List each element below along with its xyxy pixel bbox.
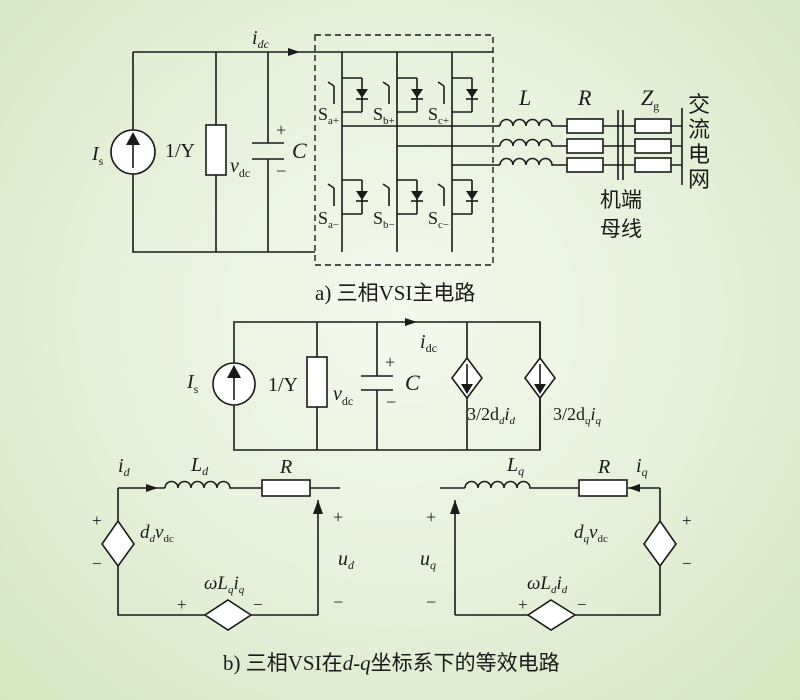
grid-label-char-1: 交 (688, 92, 710, 117)
switch-a-plus (327, 81, 368, 104)
dep-voltage-source-q (643, 519, 677, 568)
cap-label-b: C (405, 370, 420, 395)
coupling-q-plus: + (518, 595, 528, 614)
grid-label-char-4: 网 (688, 167, 710, 192)
ud-minus: − (333, 592, 343, 612)
diagram-b-dc-side: idc Is 1/Y vdc + − C 3/2ddid 3/2dqiq (186, 318, 602, 451)
cap-minus-a: − (276, 161, 286, 181)
coupling-q-label: ωLdid (527, 573, 568, 596)
inductor-phase-c (499, 157, 567, 166)
zg-label: Zg (641, 85, 659, 113)
cap-plus-b: + (385, 352, 395, 372)
current-source-a (110, 129, 156, 175)
coupling-d-minus: − (253, 595, 263, 614)
caption-b: b) 三相VSI在d-q坐标系下的等效电路 (223, 651, 560, 675)
uq-label: uq (420, 548, 436, 572)
resistor-label-d: R (279, 456, 292, 478)
grid-impedance-c (634, 157, 672, 173)
grid-impedance-b (634, 138, 672, 154)
switch-b-plus (382, 81, 423, 104)
cap-plus-a: + (276, 120, 286, 140)
cap-minus-b: − (386, 392, 396, 412)
iq-arrow (628, 484, 640, 492)
grid-label-char-3: 电 (688, 142, 710, 167)
dep-label-q: 3/2dqiq (553, 404, 602, 427)
switch-a-minus (327, 183, 368, 206)
coupling-q-minus: − (577, 595, 587, 614)
coupling-d-plus: + (177, 595, 187, 614)
id-label: id (118, 455, 131, 479)
bus-label-2: 母线 (600, 217, 642, 241)
uq-plus: + (426, 507, 436, 527)
inductor-label-a: L (518, 85, 531, 110)
admittance-resistor-b (306, 356, 328, 408)
inductor-phase-b (499, 138, 567, 147)
diagram-b-d-axis: id Ld R + − ddvdc + − ωLqiq + − ud (92, 454, 355, 631)
grid-label-char-2: 流 (688, 117, 710, 142)
src-d-minus: − (92, 554, 102, 573)
src-q-plus: + (682, 511, 692, 530)
iq-label: iq (636, 455, 648, 479)
inverter-legs (327, 52, 478, 252)
ud-plus: + (333, 507, 343, 527)
resistor-phase-b (566, 138, 604, 154)
bus-label-1: 机端 (600, 188, 642, 212)
ud-label: ud (338, 548, 355, 572)
inductor-lq (464, 480, 579, 489)
vdc-label-b: vdc (333, 383, 353, 408)
label-sb-plus: Sb+ (373, 104, 395, 127)
inductor-phase-a (499, 118, 567, 127)
idc-arrow-b (405, 318, 417, 326)
caption-a: a) 三相VSI主电路 (315, 281, 475, 305)
idc-arrow (288, 48, 300, 56)
resistor-phase-a (566, 118, 604, 134)
src-d-label: ddvdc (140, 522, 174, 545)
label-sc-minus: Sc− (428, 208, 449, 231)
resistor-label-q: R (597, 456, 610, 478)
uq-minus: − (426, 592, 436, 612)
resistor-phase-c (566, 157, 604, 173)
coupling-source-q (526, 599, 577, 631)
diagram-b-q-axis: iq R Lq + − dqvdc + − ωLdid + − uq (420, 454, 692, 631)
ud-arrow (313, 500, 323, 514)
dep-voltage-source-d (101, 519, 135, 568)
cap-label-a: C (292, 138, 307, 163)
src-d-plus: + (92, 511, 102, 530)
ld-label: Ld (190, 454, 209, 478)
diagram-a-main-circuit: idc Is 1/Y vdc + − C (91, 27, 710, 305)
src-q-label: dqvdc (574, 522, 608, 545)
label-sb-minus: Sb− (373, 208, 395, 231)
resistor-label-a: R (577, 85, 592, 110)
idc-label-a: idc (252, 27, 270, 51)
coupling-source-d (203, 599, 253, 631)
src-q-minus: − (682, 554, 692, 573)
inverter-box (314, 34, 494, 266)
label-sc-plus: Sc+ (428, 104, 449, 127)
switch-b-minus (382, 183, 423, 206)
is-label-b: Is (186, 371, 199, 396)
coupling-d-label: ωLqiq (204, 573, 245, 596)
resistor-d (261, 479, 311, 497)
switch-c-plus (437, 81, 478, 104)
inductor-ld (164, 480, 262, 489)
resistor-q (578, 479, 628, 497)
idc-label-b: idc (420, 331, 437, 355)
switch-c-minus (437, 183, 478, 206)
id-arrow (146, 484, 158, 492)
label-sa-plus: Sa+ (318, 104, 339, 127)
admittance-label-b: 1/Y (268, 374, 298, 396)
uq-arrow (450, 500, 460, 514)
grid-impedance-a (634, 118, 672, 134)
dep-label-d: 3/2ddid (467, 404, 516, 427)
admittance-label-a: 1/Y (165, 140, 195, 162)
is-label-a: Is (91, 143, 104, 168)
lq-label: Lq (506, 454, 524, 478)
admittance-resistor-a (205, 124, 227, 176)
vdc-label-a: vdc (230, 155, 250, 180)
label-sa-minus: Sa− (318, 208, 339, 231)
